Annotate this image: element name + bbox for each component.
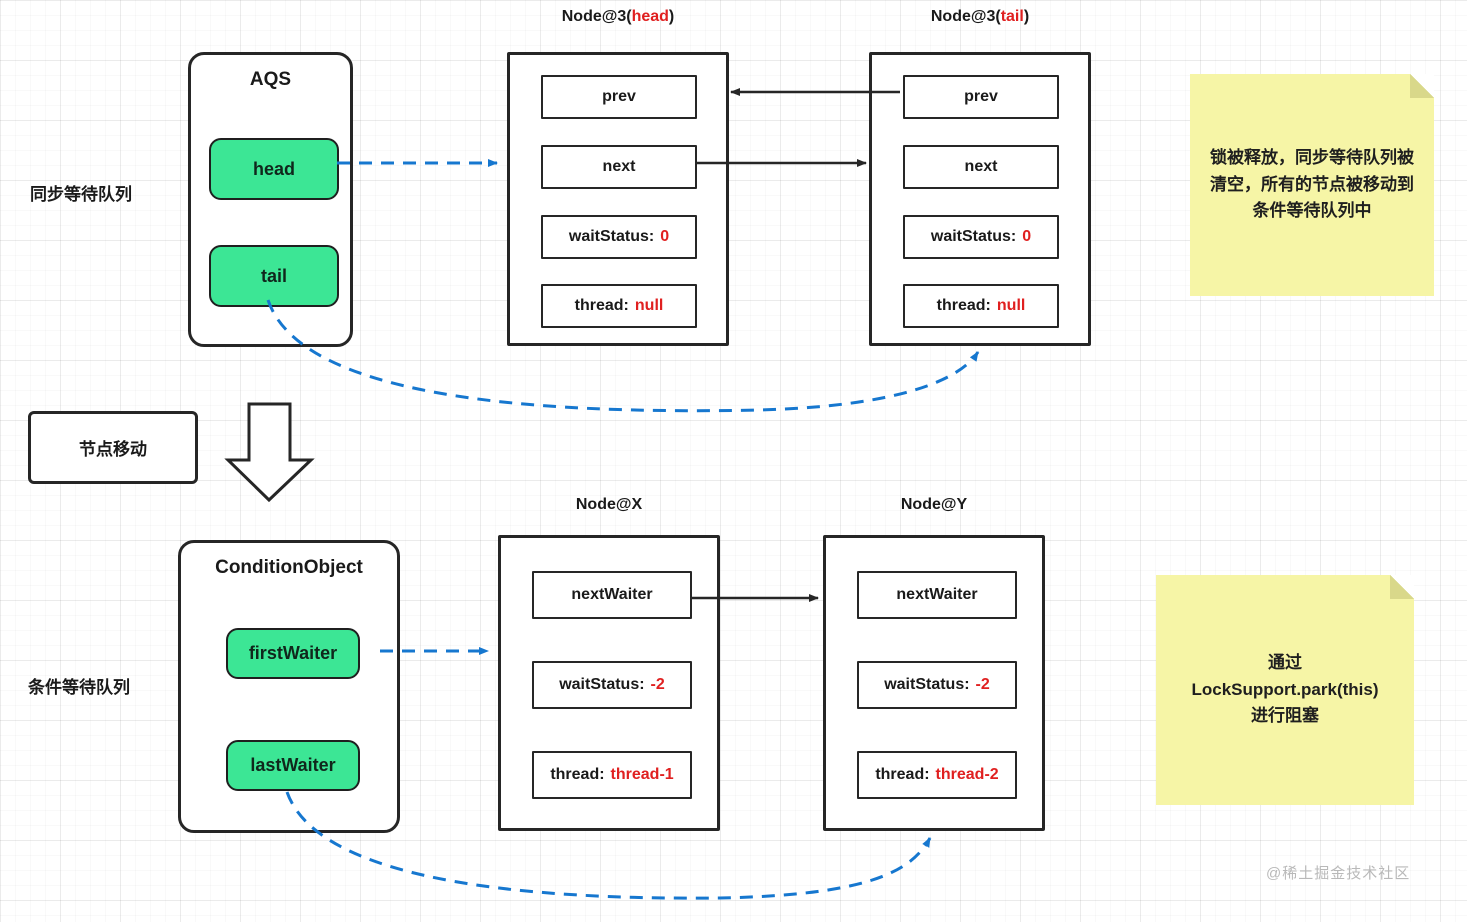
sync-node-0-row-next: next — [541, 145, 697, 189]
condition-node-1-row-waitstatus: waitStatus: -2 — [857, 661, 1017, 709]
condition-node-0-row-nextwaiter-label: nextWaiter — [571, 586, 653, 603]
sync-node-1-row-prev: prev — [903, 75, 1059, 119]
node-move-box: 节点移动 — [28, 411, 198, 484]
sync-node-0: prev next waitStatus: 0 thread: null — [507, 52, 729, 346]
sync-node-1-row-prev-label: prev — [964, 88, 998, 105]
sync-node-1-row-thread-value: null — [996, 297, 1026, 314]
conditionobject-container: ConditionObject firstWaiter lastWaiter — [178, 540, 400, 833]
condition-node-0-row-waitstatus: waitStatus: -2 — [532, 661, 692, 709]
condition-node-1-row-thread: thread: thread-2 — [857, 751, 1017, 799]
sync-node-0-title-accent: head — [631, 8, 669, 25]
aqs-container: AQS head tail — [188, 52, 353, 347]
condition-field-lastwaiter[interactable]: lastWaiter — [226, 740, 360, 791]
condition-node-0: nextWaiter waitStatus: -2 thread: thread… — [498, 535, 720, 831]
conditionobject-title: ConditionObject — [215, 557, 363, 578]
condition-node-1-row-waitstatus-label: waitStatus: — [884, 676, 970, 693]
sync-node-1-row-thread-label: thread: — [936, 297, 991, 314]
condition-node-0-row-waitstatus-label: waitStatus: — [559, 676, 645, 693]
sync-node-0-row-prev-label: prev — [602, 88, 636, 105]
sync-node-1-title-main: Node@3( — [930, 8, 1001, 25]
sync-node-1-row-waitstatus-value: 0 — [1022, 228, 1032, 245]
sticky-note-1-fold-icon — [1390, 575, 1414, 599]
condition-node-0-row-thread-value: thread-1 — [610, 766, 674, 783]
condition-node-1-row-thread-label: thread: — [875, 766, 930, 783]
sync-node-0-row-waitstatus-value: 0 — [660, 228, 670, 245]
sync-node-0-title-tail: ) — [668, 8, 675, 25]
sync-node-0-title: Node@3(head) — [507, 8, 729, 26]
sticky-note-0: 锁被释放，同步等待队列被清空，所有的节点被移动到条件等待队列中 — [1190, 74, 1434, 296]
condition-node-0-row-thread-label: thread: — [550, 766, 605, 783]
sync-node-1-title-tail: ) — [1023, 8, 1030, 25]
label-sync-queue: 同步等待队列 — [30, 185, 132, 204]
sticky-note-1-text: 通过 LockSupport.park(this) 进行阻塞 — [1191, 653, 1379, 726]
sticky-note-0-fold-icon — [1410, 74, 1434, 98]
sync-node-1-title: Node@3(tail) — [869, 8, 1091, 26]
sync-node-0-row-prev: prev — [541, 75, 697, 119]
sync-node-1-row-next-label: next — [964, 158, 998, 175]
sync-node-0-row-thread-label: thread: — [574, 297, 629, 314]
sync-node-1-row-waitstatus: waitStatus: 0 — [903, 215, 1059, 259]
condition-node-0-row-thread: thread: thread-1 — [532, 751, 692, 799]
condition-node-1-row-waitstatus-value: -2 — [975, 676, 990, 693]
condition-node-0-row-nextwaiter: nextWaiter — [532, 571, 692, 619]
condition-node-0-title: Node@X — [575, 496, 643, 513]
sync-node-1: prev next waitStatus: 0 thread: null — [869, 52, 1091, 346]
down-arrow-icon — [224, 402, 315, 503]
sync-node-0-row-thread: thread: null — [541, 284, 697, 328]
sync-node-1-row-thread: thread: null — [903, 284, 1059, 328]
sync-node-1-row-next: next — [903, 145, 1059, 189]
sync-node-0-title-main: Node@3( — [561, 8, 632, 25]
sync-node-0-row-thread-value: null — [634, 297, 664, 314]
condition-node-1-title: Node@Y — [900, 496, 968, 513]
sync-node-0-row-waitstatus-label: waitStatus: — [568, 228, 655, 245]
condition-node-1-row-nextwaiter: nextWaiter — [857, 571, 1017, 619]
condition-node-0-row-waitstatus-value: -2 — [650, 676, 665, 693]
sync-node-0-row-waitstatus: waitStatus: 0 — [541, 215, 697, 259]
aqs-field-head[interactable]: head — [209, 138, 339, 200]
aqs-title: AQS — [249, 69, 292, 90]
aqs-field-tail[interactable]: tail — [209, 245, 339, 307]
label-condition-queue: 条件等待队列 — [28, 678, 130, 697]
condition-node-1-row-nextwaiter-label: nextWaiter — [896, 586, 978, 603]
sync-node-1-title-accent: tail — [1000, 8, 1024, 25]
sticky-note-0-text: 锁被释放，同步等待队列被清空，所有的节点被移动到条件等待队列中 — [1210, 148, 1414, 221]
condition-field-firstwaiter[interactable]: firstWaiter — [226, 628, 360, 679]
sticky-note-1: 通过 LockSupport.park(this) 进行阻塞 — [1156, 575, 1414, 805]
condition-node-1-row-thread-value: thread-2 — [935, 766, 999, 783]
sync-node-0-row-next-label: next — [602, 158, 636, 175]
sync-node-1-row-waitstatus-label: waitStatus: — [930, 228, 1017, 245]
watermark: @稀土掘金技术社区 — [1266, 865, 1411, 882]
condition-node-1: nextWaiter waitStatus: -2 thread: thread… — [823, 535, 1045, 831]
